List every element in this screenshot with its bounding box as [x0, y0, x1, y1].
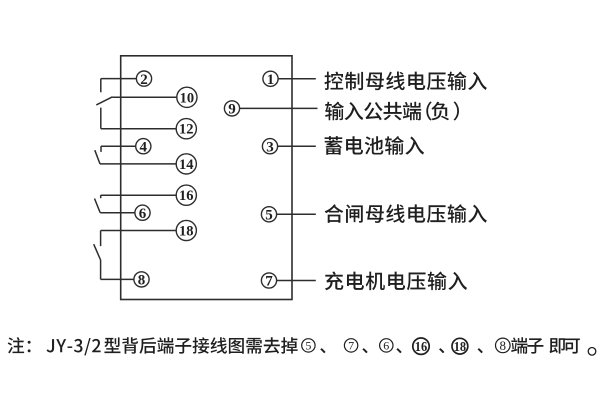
svg-text:4: 4: [140, 139, 148, 155]
svg-text:3: 3: [266, 139, 274, 155]
svg-text:8: 8: [138, 273, 146, 289]
svg-text:7: 7: [265, 274, 273, 290]
svg-text:9: 9: [228, 102, 236, 118]
svg-text:2: 2: [140, 72, 148, 88]
svg-text:8: 8: [500, 338, 507, 353]
svg-text:5: 5: [305, 339, 311, 353]
svg-text:5: 5: [265, 208, 273, 224]
svg-text:1: 1: [267, 72, 275, 88]
svg-text:6: 6: [139, 206, 147, 222]
svg-text:7: 7: [348, 339, 354, 353]
svg-text:18: 18: [179, 224, 194, 240]
svg-text:14: 14: [179, 157, 194, 173]
svg-text:16: 16: [415, 340, 427, 355]
svg-text:12: 12: [179, 122, 194, 138]
svg-text:18: 18: [454, 340, 466, 355]
svg-text:10: 10: [180, 90, 195, 106]
svg-text:6: 6: [383, 339, 389, 353]
svg-text:16: 16: [179, 188, 194, 204]
